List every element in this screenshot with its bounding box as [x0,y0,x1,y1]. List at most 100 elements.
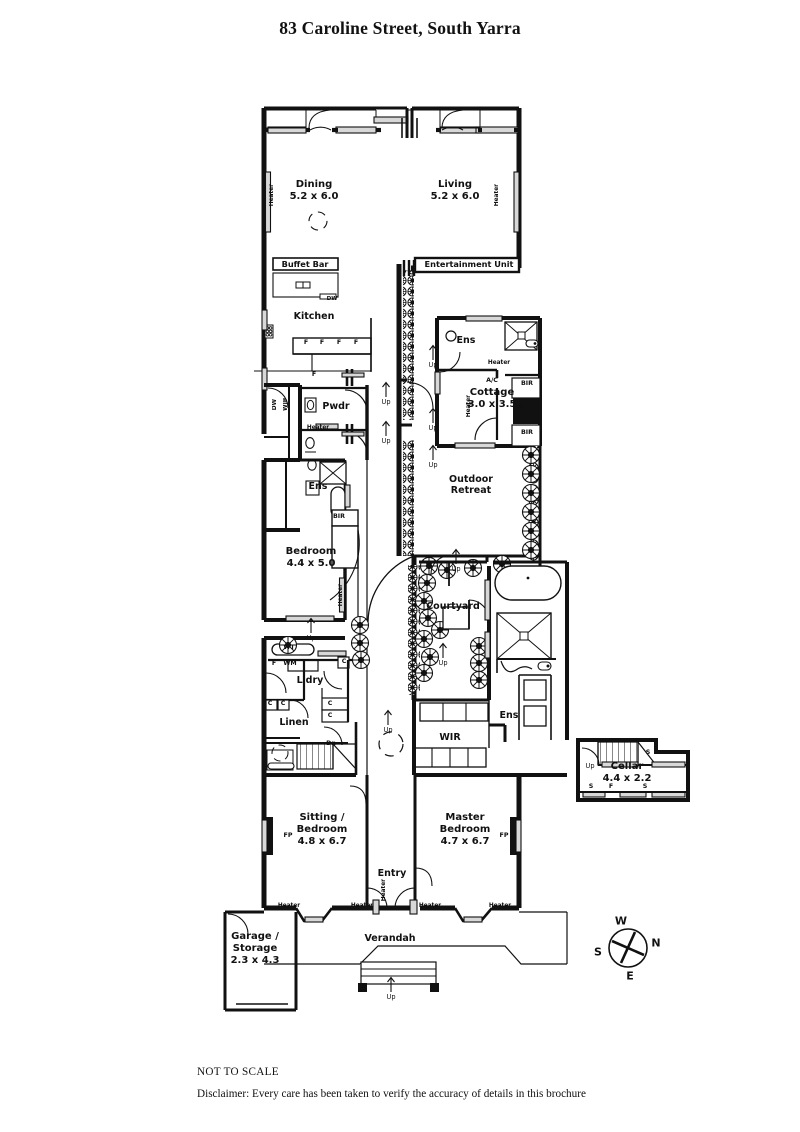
up-marker-8-text: Up [383,726,393,734]
room-name: Master [445,811,485,823]
room-dimensions: 4.4 x 5.0 [286,557,336,569]
fixture-label-dw-3: DW [272,399,278,411]
up-marker-4 [429,444,437,460]
fixture-label-f-7: F [336,339,342,346]
room-label-verandah-17: Verandah [364,933,415,945]
fixture-label-f-28: F [608,783,614,790]
fixture-label-s-27: S [588,783,594,790]
room-name: Sitting / [299,811,345,823]
up-marker-8 [384,709,392,725]
room-name: Living [437,178,473,190]
fixture-label-f-16: F [271,660,277,667]
fixture-label-dn-23: Dn [326,740,336,747]
heater-label-8: Heater [381,879,387,902]
room-dimensions: 2.3 x 4.3 [230,954,280,966]
room-name: Verandah [364,933,416,945]
fixture-label-s-26: S [645,749,651,756]
room-dimensions: 4.8 x 6.7 [297,835,347,847]
up-marker-3-text: Up [428,424,438,432]
room-dimensions: 5.2 x 6.0 [430,190,480,202]
up-marker-5 [452,548,460,564]
fixture-label-c-18: C [267,700,273,707]
heater-label-1: Heater [494,184,500,207]
room-name: Cottage [469,386,515,398]
fixture-label-wm-17: WM [283,660,297,667]
up-marker-9-text: Up [386,993,396,1001]
room-name: Courtyard [426,601,480,613]
room-name: Garage / [231,930,279,942]
heater-label-7: Heater [350,903,374,909]
room-label-pwdr-3: Pwdr [322,401,349,413]
room-dimensions: 4.4 x 2.2 [602,772,652,784]
up-marker-1-text: Up [381,398,391,406]
room-name: Outdoor [449,473,493,485]
room-name: Cellar [610,760,644,772]
room-name: Bedroom [439,823,491,835]
fixture-label-f-9: F [311,371,317,378]
heater-label-10: Heater [488,903,512,909]
room-name: L'dry [296,675,324,687]
room-label-entry-16: Entry [378,868,407,880]
fixture-label-wip-4: WIP [283,398,289,411]
cellar-up-marker-text: Up [585,762,595,770]
fixture-label-fp-25: FP [499,832,509,839]
room-name: Bedroom [296,823,348,835]
fixture-label-dw-2: DW [326,296,338,302]
room-dimensions: 3.0 x 3.5 [467,398,517,410]
room-name: Bedroom [285,545,337,557]
room-name: Ens [499,710,519,722]
fixture-label-f-6: F [319,339,325,346]
room-label-l-dry-10: L'dry [297,675,324,687]
page-title: 83 Caroline Street, South Yarra [279,18,521,38]
compass-label-right: N [651,936,661,950]
fixture-label-fp-24: FP [283,832,293,839]
fixture-label-wt-15: WT [283,644,295,651]
fixture-label-f-8: F [353,339,359,346]
room-dimensions: 4.7 x 6.7 [440,835,490,847]
room-label-wir-12: WIR [439,732,460,744]
up-marker-9 [387,976,395,992]
compass-label-top: W [614,914,628,928]
up-marker-7 [439,642,447,658]
room-name: Storage [232,942,278,954]
up-marker-0-text: Up [428,361,438,369]
room-name: Ens [456,335,476,347]
heater-label-0: Heater [269,184,275,207]
fixture-label-entertainment-unit: Entertainment Unit [424,259,514,269]
room-name: WIR [439,732,461,744]
up-marker-7-text: Up [438,659,448,667]
fixture-label-a-c-10: A/C [486,377,498,384]
disclaimer-text: Disclaimer: Every care has been taken to… [197,1088,586,1100]
up-marker-6 [307,617,315,633]
room-label-ens-4: Ens [457,335,476,347]
room-dimensions: 5.2 x 6.0 [289,190,339,202]
room-label-kitchen-2: Kitchen [294,311,335,323]
fixture-label-bir-12: BIR [521,429,533,436]
fixture-label-c-19: C [280,700,286,707]
heater-label-3: Heater [466,395,472,418]
up-marker-0 [429,344,437,360]
room-name: Linen [279,717,309,729]
room-label-ens-7: Ens [309,481,328,493]
fixture-label-buffet-bar: Buffet Bar [281,259,329,269]
room-name: Entry [377,868,407,880]
fixture-label-c-22: C [341,658,347,665]
heater-label-6: Heater [277,903,301,909]
fixture-label-s-13: S [518,404,524,411]
heater-label-5: Heater [338,584,344,607]
heater-label-9: Heater [418,903,442,909]
up-marker-2 [382,420,390,436]
fixture-label-bir-14: BIR [333,513,345,520]
heater-label-4: Heater [306,425,330,431]
up-marker-6-text: Up [306,634,316,642]
fixture-label-f-5: F [303,339,309,346]
heater-label-2: Heater [487,360,511,366]
compass-label-bottom: E [626,969,634,983]
